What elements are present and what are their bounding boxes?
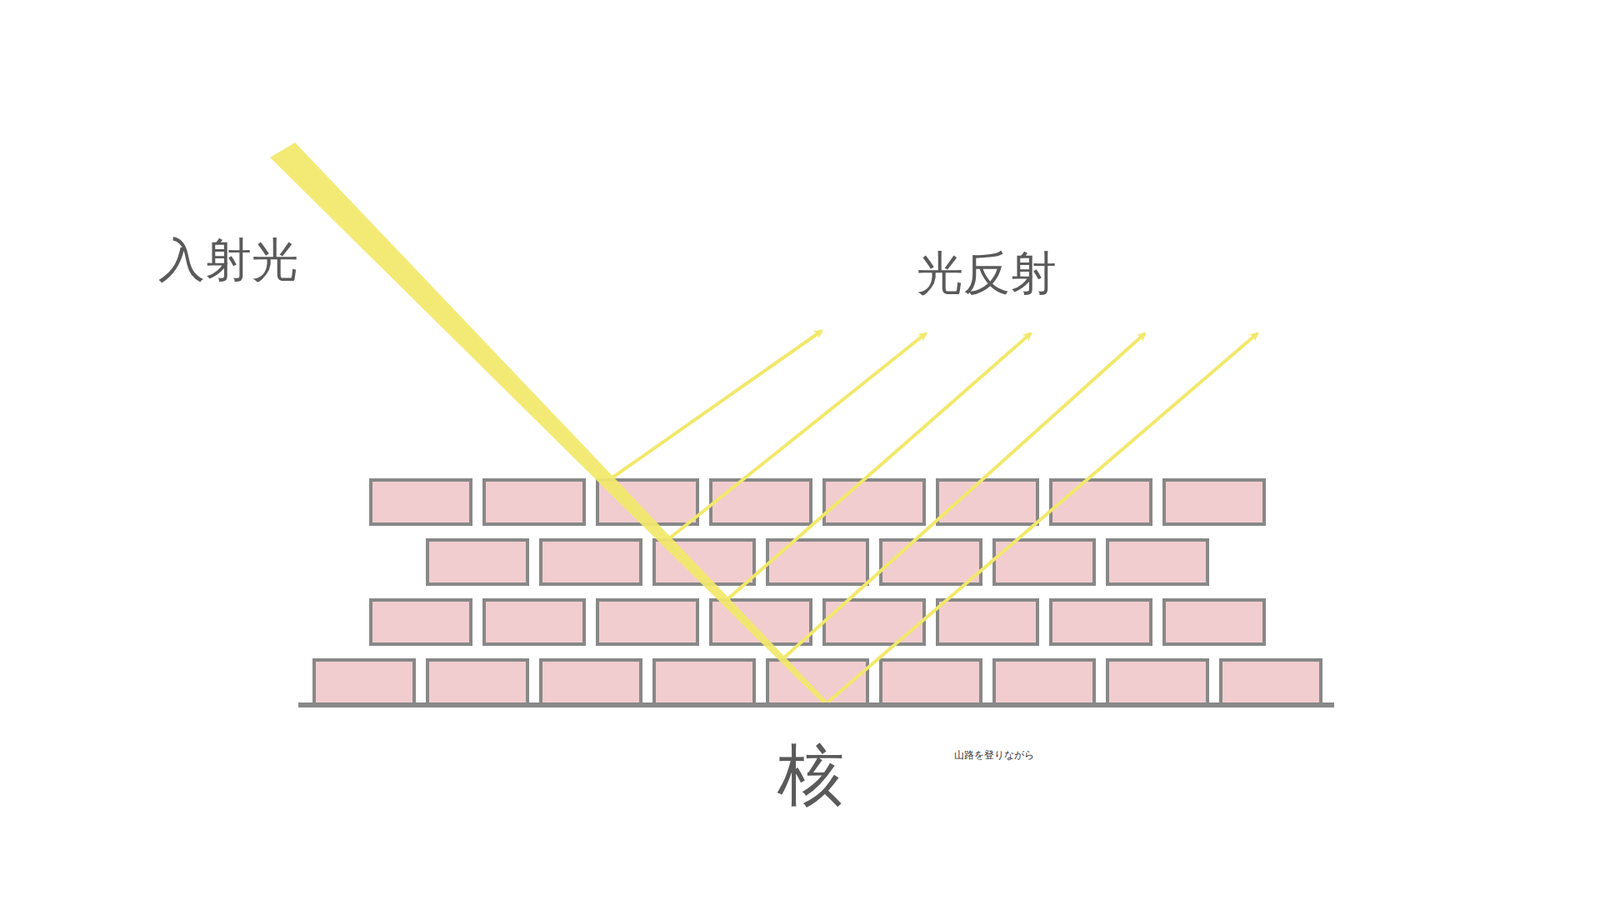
brick <box>484 480 585 525</box>
brick <box>540 540 641 585</box>
brick <box>1164 480 1265 525</box>
incident-beam <box>270 142 829 703</box>
brick <box>1220 660 1321 705</box>
core-label: 核 <box>777 741 845 809</box>
brick <box>654 660 755 705</box>
brick <box>937 480 1038 525</box>
brick <box>1050 480 1151 525</box>
brick <box>427 540 528 585</box>
brick <box>994 660 1095 705</box>
brick <box>767 540 868 585</box>
brick <box>540 660 641 705</box>
brick <box>880 660 981 705</box>
brick <box>427 660 528 705</box>
reflected-light-label: 光反射 <box>916 250 1057 297</box>
brick <box>370 480 471 525</box>
watermark: 山路を登りながら <box>954 750 1035 760</box>
brick-wall <box>314 480 1321 705</box>
brick <box>370 600 471 645</box>
brick <box>314 660 415 705</box>
brick <box>1107 660 1208 705</box>
brick <box>484 600 585 645</box>
brick <box>1107 540 1208 585</box>
brick <box>597 600 698 645</box>
reflected-rays <box>612 330 1258 702</box>
base-line <box>298 702 1335 708</box>
brick <box>1050 600 1151 645</box>
brick <box>880 540 981 585</box>
incident-light-label: 入射光 <box>158 236 299 284</box>
brick <box>937 600 1038 645</box>
brick <box>710 480 811 525</box>
brick <box>1164 600 1265 645</box>
